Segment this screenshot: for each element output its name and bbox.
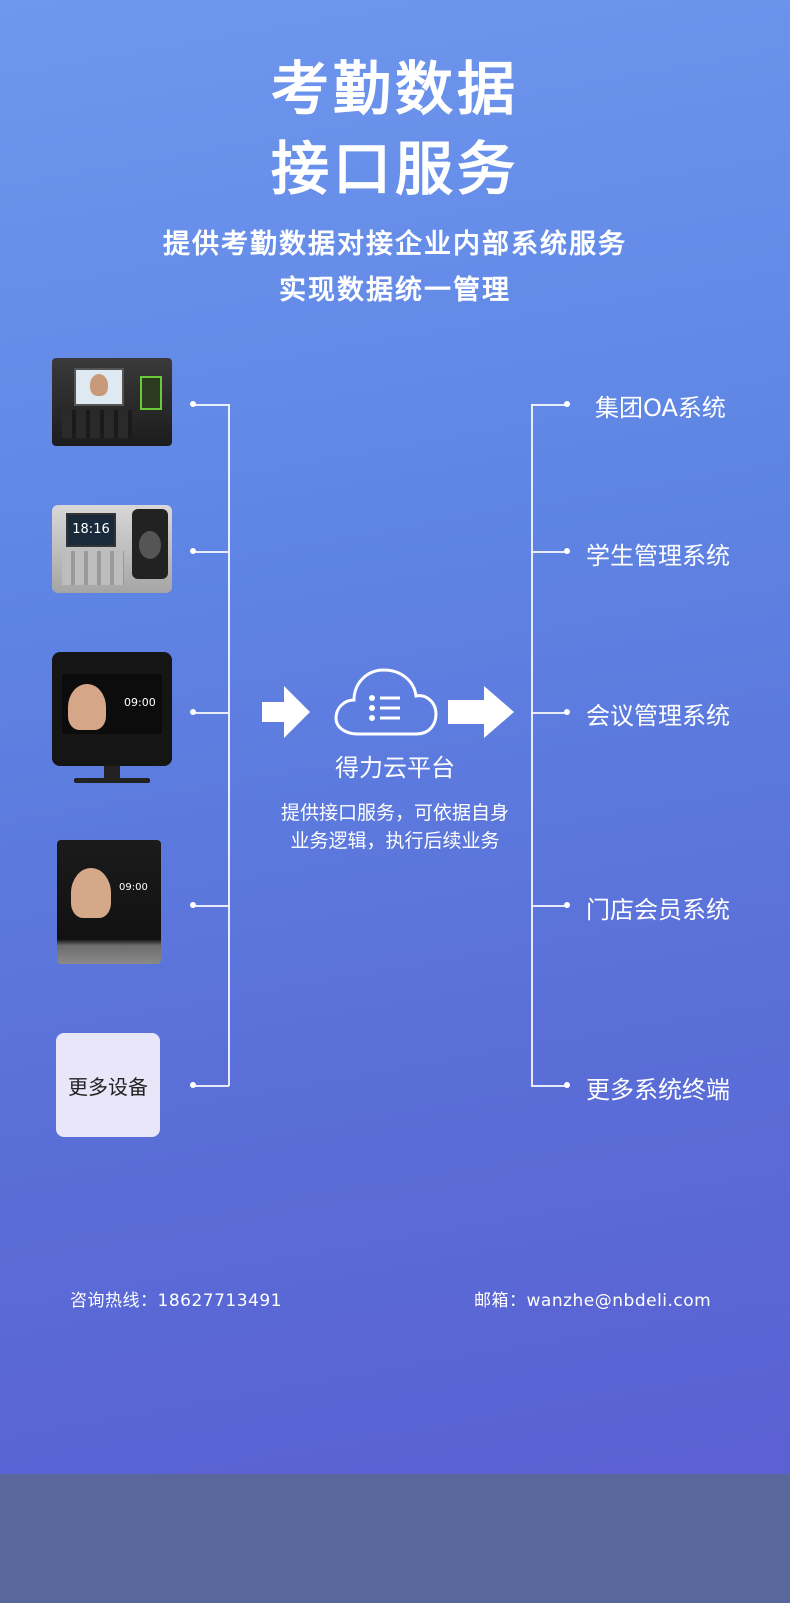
right-bracket-line (531, 404, 533, 1086)
right-dot-4 (564, 902, 570, 908)
right-connector-2 (531, 551, 567, 553)
page-title-line1: 考勤数据 (270, 55, 519, 123)
device-time: 09:00 (119, 882, 148, 893)
fingerprint-sensor-icon (140, 376, 162, 410)
cloud-list-icon (334, 668, 438, 736)
left-connector-5 (194, 1085, 229, 1087)
right-connector-3 (531, 712, 567, 714)
device-stand-base (74, 778, 150, 783)
cloud-platform-title: 得力云平台 (335, 754, 455, 782)
email-text: 邮箱：wanzhe@nbdeli.com (474, 1291, 712, 1311)
left-dot-5 (190, 1082, 196, 1088)
keypad (62, 551, 124, 585)
system-student: 学生管理系统 (586, 542, 730, 570)
left-connector-2 (194, 551, 229, 553)
more-devices-button[interactable]: 更多设备 (56, 1033, 160, 1137)
system-meeting: 会议管理系统 (586, 702, 730, 730)
fingerprint-sensor-icon (132, 509, 168, 579)
keypad (62, 410, 132, 438)
footer-band (0, 1474, 790, 1603)
device-fingerprint-silver: 18:16 (52, 505, 172, 593)
right-connector-4 (531, 905, 567, 907)
face-icon (90, 374, 108, 396)
device-face-panel: 09:00 (57, 840, 161, 964)
left-dot-2 (190, 548, 196, 554)
arrow-right-icon (262, 686, 310, 738)
left-connector-1 (194, 404, 229, 406)
device-time: 09:00 (124, 696, 156, 709)
device-face-stand: 09:00 (52, 652, 172, 766)
face-icon (71, 868, 111, 918)
page-title-line2: 接口服务 (270, 135, 519, 203)
left-dot-3 (190, 709, 196, 715)
arrow-right-icon (448, 686, 514, 738)
hotline-text: 咨询热线：18627713491 (70, 1291, 282, 1311)
face-icon (68, 684, 106, 730)
subtitle-line2: 实现数据统一管理 (279, 275, 511, 306)
device-screen-time: 18:16 (66, 513, 116, 547)
cloud-platform-description: 提供接口服务，可依据自身 业务逻辑，执行后续业务 (240, 799, 550, 855)
left-dot-4 (190, 902, 196, 908)
cloud-desc-line1: 提供接口服务，可依据自身 (280, 802, 509, 824)
cloud-desc-line2: 业务逻辑，执行后续业务 (290, 830, 500, 852)
device-stand (104, 766, 120, 780)
right-connector-1 (531, 404, 567, 406)
right-dot-3 (564, 709, 570, 715)
left-bracket-line (228, 404, 230, 1086)
right-dot-5 (564, 1082, 570, 1088)
device-screen (74, 368, 124, 406)
device-fingerprint-black (52, 358, 172, 446)
subtitle-line1: 提供考勤数据对接企业内部系统服务 (163, 229, 627, 260)
device-screen: 09:00 (62, 674, 162, 734)
right-connector-5 (531, 1085, 567, 1087)
right-dot-1 (564, 401, 570, 407)
system-more-terminals: 更多系统终端 (586, 1076, 730, 1104)
system-oa: 集团OA系统 (595, 394, 726, 422)
right-dot-2 (564, 548, 570, 554)
left-connector-4 (194, 905, 229, 907)
left-connector-3 (194, 712, 229, 714)
left-dot-1 (190, 401, 196, 407)
system-store-member: 门店会员系统 (586, 896, 730, 924)
